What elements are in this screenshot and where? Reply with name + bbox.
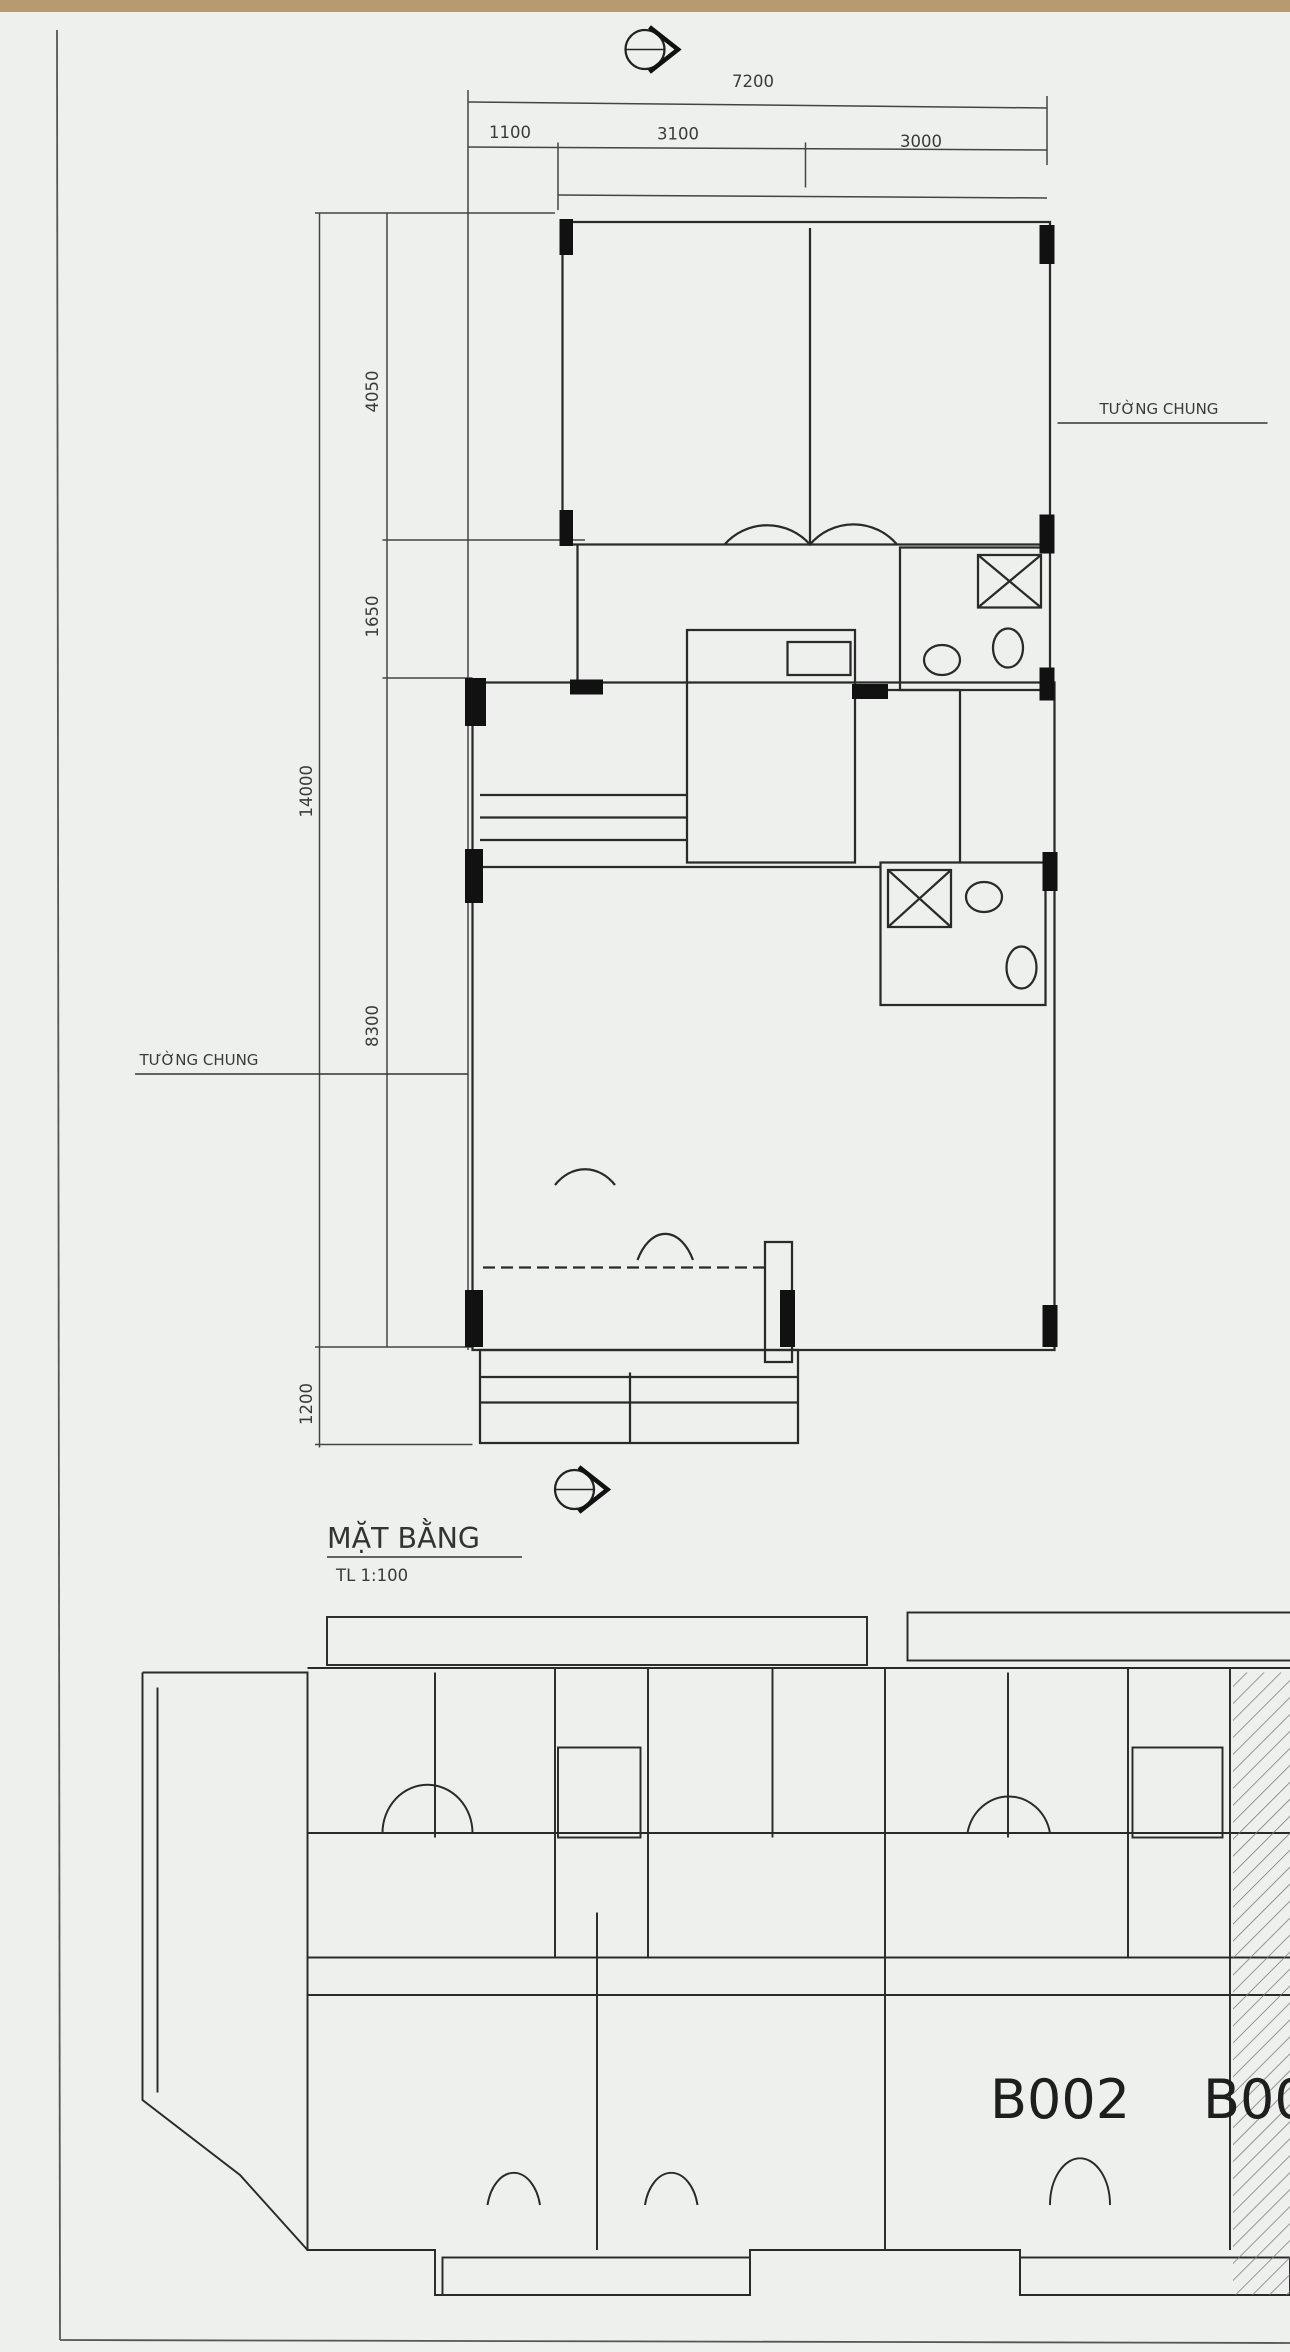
structural-columns bbox=[465, 219, 1058, 1347]
sheet-border-bottom bbox=[59, 2339, 1290, 2344]
dim-height-3: 8300 bbox=[363, 1005, 382, 1047]
dim-total-height: 14000 bbox=[297, 765, 316, 818]
shared-wall-label-left: TƯỜNG CHUNG bbox=[139, 1050, 259, 1069]
dim-width-2: 3100 bbox=[657, 125, 699, 144]
dim-height-1: 4050 bbox=[363, 371, 382, 413]
section-marker-top bbox=[624, 25, 682, 74]
unit-label-b002: B002 bbox=[990, 2068, 1130, 2131]
dim-width-3: 3000 bbox=[900, 132, 942, 151]
dim-height-4: 1200 bbox=[297, 1383, 316, 1425]
dim-height-2: 1650 bbox=[363, 596, 382, 638]
apartment-walls bbox=[471, 220, 1056, 1445]
shared-wall-label-right: TƯỜNG CHUNG bbox=[1099, 399, 1219, 418]
plan-scale: TL 1:100 bbox=[335, 1566, 408, 1585]
section-marker-bottom bbox=[553, 1465, 612, 1514]
dim-width-1: 1100 bbox=[489, 123, 531, 142]
left-dimension-lines bbox=[315, 212, 585, 1448]
hatched-unit bbox=[1233, 1672, 1290, 2295]
sheet-border-left bbox=[56, 29, 61, 2341]
shared-wall-leaders bbox=[135, 422, 1268, 1075]
unit-label-b003: B00 bbox=[1203, 2068, 1290, 2131]
block-plan bbox=[141, 1611, 1290, 2296]
dim-total-width: 7200 bbox=[732, 72, 774, 91]
plan-title: MẶT BẰNG bbox=[327, 1518, 480, 1555]
table-edge bbox=[0, 0, 1290, 12]
